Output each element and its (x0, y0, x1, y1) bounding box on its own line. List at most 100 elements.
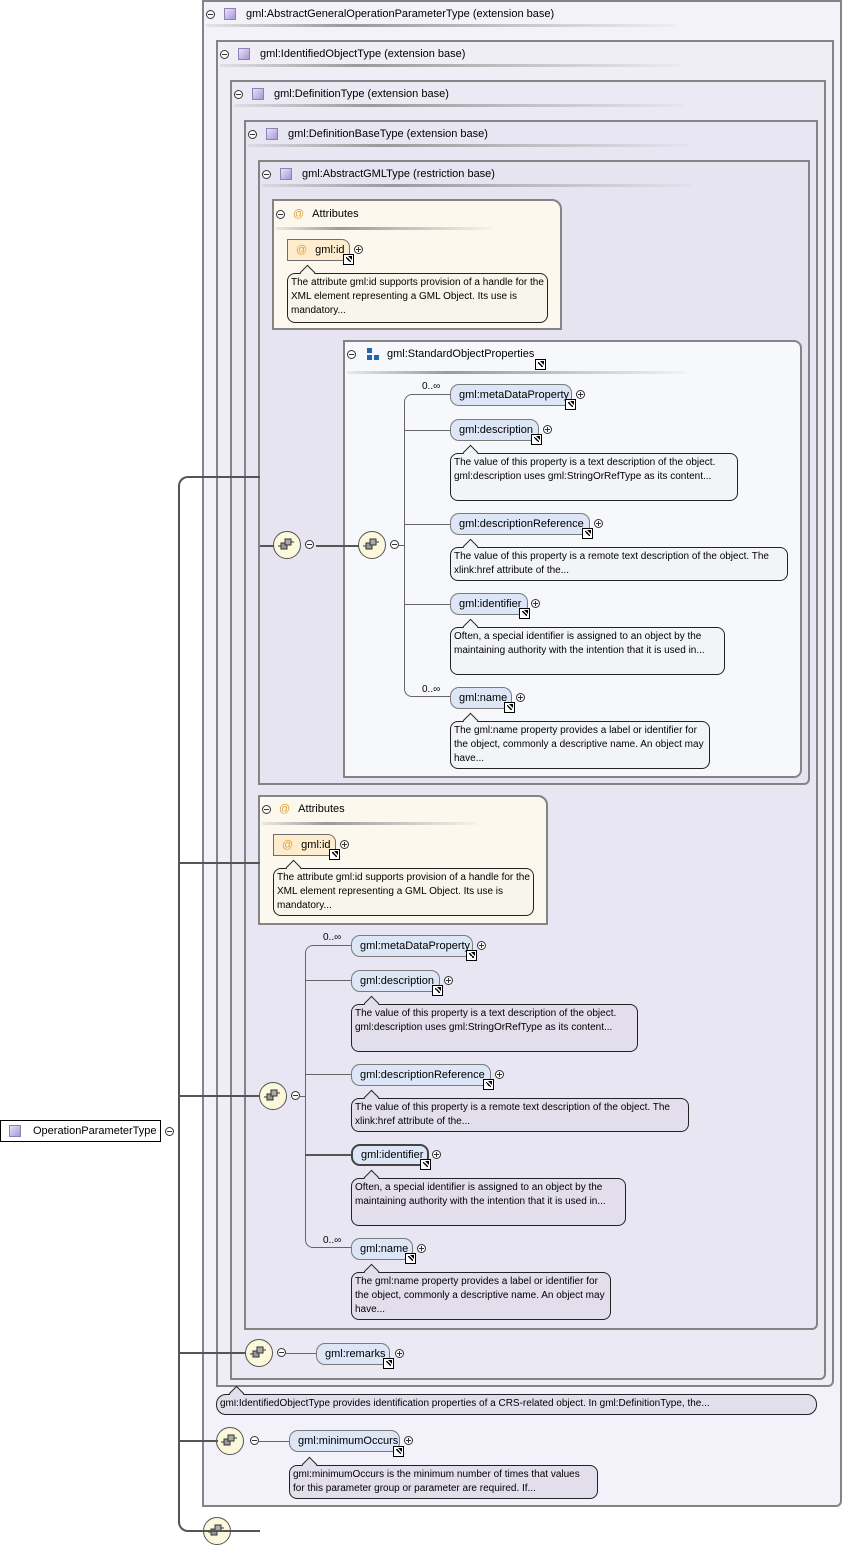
attribute-name: gml:id (301, 839, 331, 851)
attributes-header: @ Attributes (262, 801, 345, 817)
frame-title: gml:DefinitionBaseType (extension base) (288, 128, 488, 140)
frame-header: gml:AbstractGMLType (restriction base) (262, 166, 495, 182)
link-arrow-icon[interactable] (393, 1446, 404, 1457)
annotation-note: Often, a special identifier is assigned … (351, 1178, 626, 1226)
element-identifier[interactable]: gml:identifier (351, 1144, 429, 1166)
sequence-compositor[interactable] (273, 531, 301, 559)
element-name: gml:descriptionReference (459, 518, 584, 530)
sequence-compositor[interactable] (216, 1427, 244, 1455)
element-minimumOccurs[interactable]: gml:minimumOccurs (289, 1430, 400, 1452)
element-name-label: gml:name (360, 1243, 409, 1255)
expand-icon[interactable] (432, 1150, 441, 1159)
collapse-icon[interactable] (220, 49, 229, 59)
collapse-icon[interactable] (390, 540, 399, 549)
group-title: gml:StandardObjectProperties (387, 348, 535, 360)
link-arrow-icon[interactable] (531, 434, 542, 445)
element-descriptionReference[interactable]: gml:descriptionReference (351, 1064, 491, 1086)
collapse-icon[interactable] (234, 89, 243, 99)
sequence-compositor[interactable] (358, 531, 386, 559)
attribute-gml-id[interactable]: @ gml:id (287, 239, 350, 261)
complex-type-icon (9, 1125, 21, 1137)
element-name[interactable]: gml:name (450, 687, 512, 709)
collapse-icon[interactable] (276, 209, 285, 219)
attributes-header: @ Attributes (276, 206, 359, 222)
element-identifier[interactable]: gml:identifier (450, 593, 528, 615)
element-metaDataProperty[interactable]: gml:metaDataProperty (351, 935, 473, 957)
expand-icon[interactable] (417, 1244, 426, 1253)
connector (399, 545, 405, 546)
element-description[interactable]: gml:description (450, 419, 539, 441)
link-arrow-icon[interactable] (582, 528, 593, 539)
complex-type-icon (280, 168, 292, 180)
occurrence-label: 0..∞ (422, 684, 441, 695)
link-arrow-icon[interactable] (466, 950, 477, 961)
expand-icon[interactable] (444, 976, 453, 985)
element-descriptionReference[interactable]: gml:descriptionReference (450, 513, 590, 535)
link-arrow-icon[interactable] (483, 1079, 494, 1090)
element-name: gml:identifier (361, 1149, 424, 1161)
connector (178, 1440, 218, 1442)
link-arrow-icon[interactable] (405, 1253, 416, 1264)
connector (305, 1154, 351, 1156)
element-name: gml:minimumOccurs (298, 1435, 399, 1447)
separator (262, 822, 477, 825)
collapse-icon[interactable] (250, 1436, 259, 1445)
expand-icon[interactable] (543, 425, 552, 434)
link-arrow-icon[interactable] (504, 702, 515, 713)
collapse-icon[interactable] (291, 1091, 300, 1100)
separator (220, 64, 680, 67)
expand-icon[interactable] (340, 840, 349, 849)
link-arrow-icon[interactable] (383, 1358, 394, 1369)
connector (178, 1095, 260, 1097)
attribute-icon: @ (293, 208, 305, 220)
expand-icon[interactable] (495, 1070, 504, 1079)
expand-icon[interactable] (477, 941, 486, 950)
expand-icon[interactable] (404, 1436, 413, 1445)
sequence-compositor[interactable] (259, 1082, 287, 1110)
element-name: gml:identifier (459, 598, 522, 610)
collapse-icon[interactable] (347, 349, 356, 359)
separator (234, 104, 684, 107)
main-connector (178, 476, 260, 1532)
link-arrow-icon[interactable] (519, 608, 530, 619)
element-name: gml:metaDataProperty (360, 940, 471, 952)
collapse-icon[interactable] (305, 540, 314, 549)
annotation-note: The value of this property is a remote t… (351, 1098, 689, 1132)
expand-icon[interactable] (516, 693, 525, 702)
collapse-icon[interactable] (248, 129, 257, 139)
annotation-note: The attribute gml:id supports provision … (287, 273, 548, 323)
element-name[interactable]: gml:name (351, 1238, 413, 1260)
element-name: gml:metaDataProperty (459, 389, 570, 401)
frame-header: gml:AbstractGeneralOperationParameterTyp… (206, 6, 554, 22)
element-remarks[interactable]: gml:remarks (316, 1343, 390, 1365)
collapse-icon[interactable] (262, 804, 271, 814)
collapse-icon[interactable] (262, 169, 271, 179)
connector (404, 524, 450, 525)
complex-type-icon (266, 128, 278, 140)
connector (178, 862, 260, 864)
element-description[interactable]: gml:description (351, 970, 440, 992)
element-metaDataProperty[interactable]: gml:metaDataProperty (450, 384, 572, 406)
sequence-compositor[interactable] (245, 1339, 273, 1367)
root-type-box[interactable]: OperationParameterType (0, 1120, 161, 1142)
collapse-icon[interactable] (206, 9, 215, 19)
occurrence-label: 0..∞ (422, 381, 441, 392)
collapse-icon[interactable] (277, 1348, 286, 1357)
expand-icon[interactable] (594, 519, 603, 528)
link-arrow-icon[interactable] (329, 849, 340, 860)
annotation-note: The gml:name property provides a label o… (351, 1272, 611, 1320)
expand-icon[interactable] (395, 1349, 404, 1358)
expand-icon[interactable] (354, 245, 363, 254)
collapse-icon[interactable] (165, 1127, 174, 1136)
link-arrow-icon[interactable] (432, 985, 443, 996)
expand-icon[interactable] (531, 599, 540, 608)
link-arrow-icon[interactable] (565, 399, 576, 410)
link-arrow-icon[interactable] (420, 1159, 431, 1170)
link-arrow-icon[interactable] (343, 254, 354, 265)
attribute-icon: @ (279, 803, 291, 815)
expand-icon[interactable] (576, 390, 585, 399)
attribute-gml-id[interactable]: @ gml:id (273, 834, 336, 856)
sequence-spine (404, 394, 450, 697)
link-arrow-icon[interactable] (535, 359, 546, 370)
element-name: gml:description (360, 975, 434, 987)
